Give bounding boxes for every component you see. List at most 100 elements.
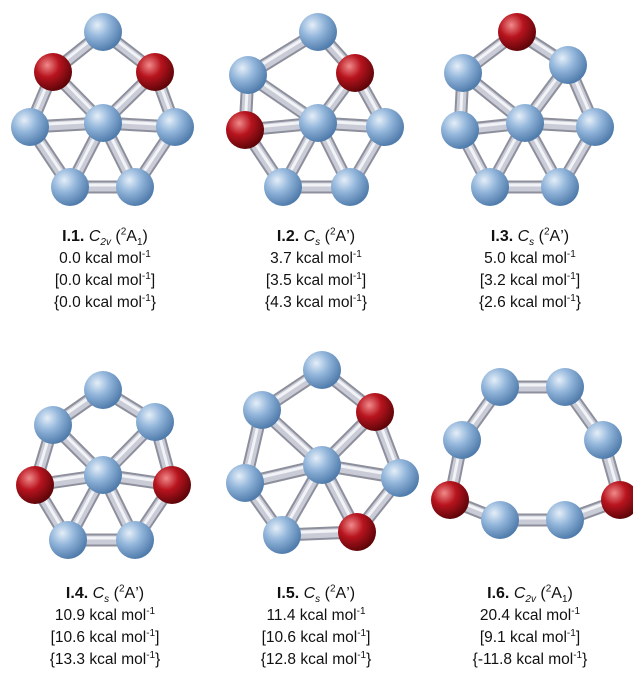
- molecule-structure-3: [441, 13, 614, 206]
- red-atom: [226, 111, 264, 149]
- blue-atom: [49, 521, 87, 559]
- energy-line: 5.0 kcal mol-1: [484, 248, 576, 267]
- red-atom: [336, 54, 374, 92]
- blue-atom: [549, 46, 587, 84]
- energy-bracket-line: [9.1 kcal mol-1]: [479, 627, 581, 646]
- red-atom: [356, 393, 394, 431]
- red-atom: [136, 53, 174, 91]
- blue-atom: [263, 516, 301, 554]
- red-atom: [431, 481, 469, 519]
- red-atom: [16, 466, 54, 504]
- blue-atom: [441, 111, 479, 149]
- structure-label: I.3.: [490, 228, 514, 245]
- blue-atom: [299, 13, 337, 51]
- structure-label: I.4.: [65, 585, 89, 602]
- blue-atom: [444, 54, 482, 92]
- blue-atom: [303, 351, 341, 389]
- state-multiplicity: 2: [543, 226, 550, 238]
- state-symbol: A: [335, 228, 347, 245]
- caption-structure-3: I.3. Cs (2A’) 5.0 kcal mol-1 [3.2 kcal m…: [430, 226, 630, 314]
- blue-atom: [481, 501, 519, 539]
- blue-atom: [546, 368, 584, 406]
- blue-atom: [136, 403, 174, 441]
- energy-brace-line: {-11.8 kcal mol-1}: [472, 649, 588, 668]
- molecule-structure-4: [16, 371, 191, 559]
- caption-structure-6: I.6. C2v (2A1) 20.4 kcal mol-1 [9.1 kcal…: [430, 583, 630, 671]
- blue-atom: [471, 168, 509, 206]
- blue-atom: [84, 104, 122, 142]
- caption-structure-2: I.2. Cs (2A’) 3.7 kcal mol-1 [3.5 kcal m…: [216, 226, 416, 314]
- caption-title: I.3. Cs (2A’): [490, 226, 570, 249]
- blue-atom: [381, 459, 419, 497]
- state-symbol: A: [335, 585, 347, 602]
- energy-bracket-line: [10.6 kcal mol-1]: [261, 627, 371, 646]
- caption-structure-4: I.4. Cs (2A’) 10.9 kcal mol-1 [10.6 kcal…: [5, 583, 205, 671]
- state-symbol: A: [551, 585, 562, 602]
- energy-bracket-line: [10.6 kcal mol-1]: [50, 627, 160, 646]
- blue-atom: [506, 104, 544, 142]
- red-atom: [338, 513, 376, 551]
- caption-title: I.2. Cs (2A’): [276, 226, 356, 249]
- blue-atom: [84, 13, 122, 51]
- blue-atom: [156, 108, 194, 146]
- energy-brace-line: {12.8 kcal mol-1}: [260, 649, 372, 668]
- state-symbol: A: [549, 228, 561, 245]
- structure-label: I.1.: [62, 228, 85, 245]
- state-multiplicity: 2: [329, 583, 336, 595]
- blue-atom: [546, 501, 584, 539]
- structure-label: I.5.: [276, 585, 300, 602]
- blue-atom: [264, 168, 302, 206]
- caption-title: I.4. Cs (2A’): [65, 583, 145, 606]
- point-group: C2v: [88, 228, 111, 249]
- caption-title: I.5. Cs (2A’): [276, 583, 356, 606]
- caption-structure-5: I.5. Cs (2A’) 11.4 kcal mol-1 [10.6 kcal…: [216, 583, 416, 671]
- red-atom: [498, 13, 536, 51]
- point-group: C2v: [513, 585, 536, 606]
- red-atom: [601, 481, 633, 519]
- red-atom: [34, 53, 72, 91]
- energy-line: 20.4 kcal mol-1: [479, 605, 581, 624]
- caption-title: I.1. C2v (2A1): [62, 226, 148, 249]
- point-group: Cs: [517, 228, 535, 249]
- blue-atom: [51, 168, 89, 206]
- molecule-structure-5: [226, 351, 419, 554]
- blue-atom: [11, 108, 49, 146]
- caption-structure-1: I.1. C2v (2A1) 0.0 kcal mol-1 [0.0 kcal …: [5, 226, 205, 314]
- point-group: Cs: [303, 228, 321, 249]
- blue-atom: [576, 108, 614, 146]
- state-symbol: A: [124, 585, 136, 602]
- state-multiplicity: 2: [118, 583, 125, 595]
- structure-label: I.2.: [276, 228, 300, 245]
- blue-atom: [331, 168, 369, 206]
- caption-title: I.6. C2v (2A1): [487, 583, 573, 606]
- molecule-structure-6: [431, 368, 633, 539]
- blue-atom: [226, 464, 264, 502]
- state-symbol: A: [126, 228, 137, 245]
- blue-atom: [243, 391, 281, 429]
- blue-atom: [116, 168, 154, 206]
- blue-atom: [481, 368, 519, 406]
- state-multiplicity: 2: [120, 226, 127, 238]
- energy-bracket-line: [0.0 kcal mol-1]: [54, 270, 156, 289]
- blue-atom: [84, 371, 122, 409]
- blue-atom: [366, 108, 404, 146]
- blue-atom: [34, 406, 72, 444]
- point-group: Cs: [92, 585, 110, 606]
- energy-line: 0.0 kcal mol-1: [59, 248, 151, 267]
- energy-line: 11.4 kcal mol-1: [266, 605, 366, 624]
- state-multiplicity: 2: [545, 583, 552, 595]
- red-atom: [153, 466, 191, 504]
- energy-brace-line: {4.3 kcal mol-1}: [264, 292, 367, 311]
- blue-atom: [299, 104, 337, 142]
- energy-bracket-line: [3.5 kcal mol-1]: [265, 270, 367, 289]
- blue-atom: [84, 456, 122, 494]
- energy-line: 10.9 kcal mol-1: [54, 605, 156, 624]
- energy-brace-line: {0.0 kcal mol-1}: [53, 292, 156, 311]
- energy-line: 3.7 kcal mol-1: [270, 248, 362, 267]
- blue-atom: [303, 446, 341, 484]
- molecule-structure-1: [11, 13, 194, 206]
- blue-atom: [116, 521, 154, 559]
- energy-brace-line: {2.6 kcal mol-1}: [478, 292, 581, 311]
- molecule-structure-2: [226, 13, 404, 206]
